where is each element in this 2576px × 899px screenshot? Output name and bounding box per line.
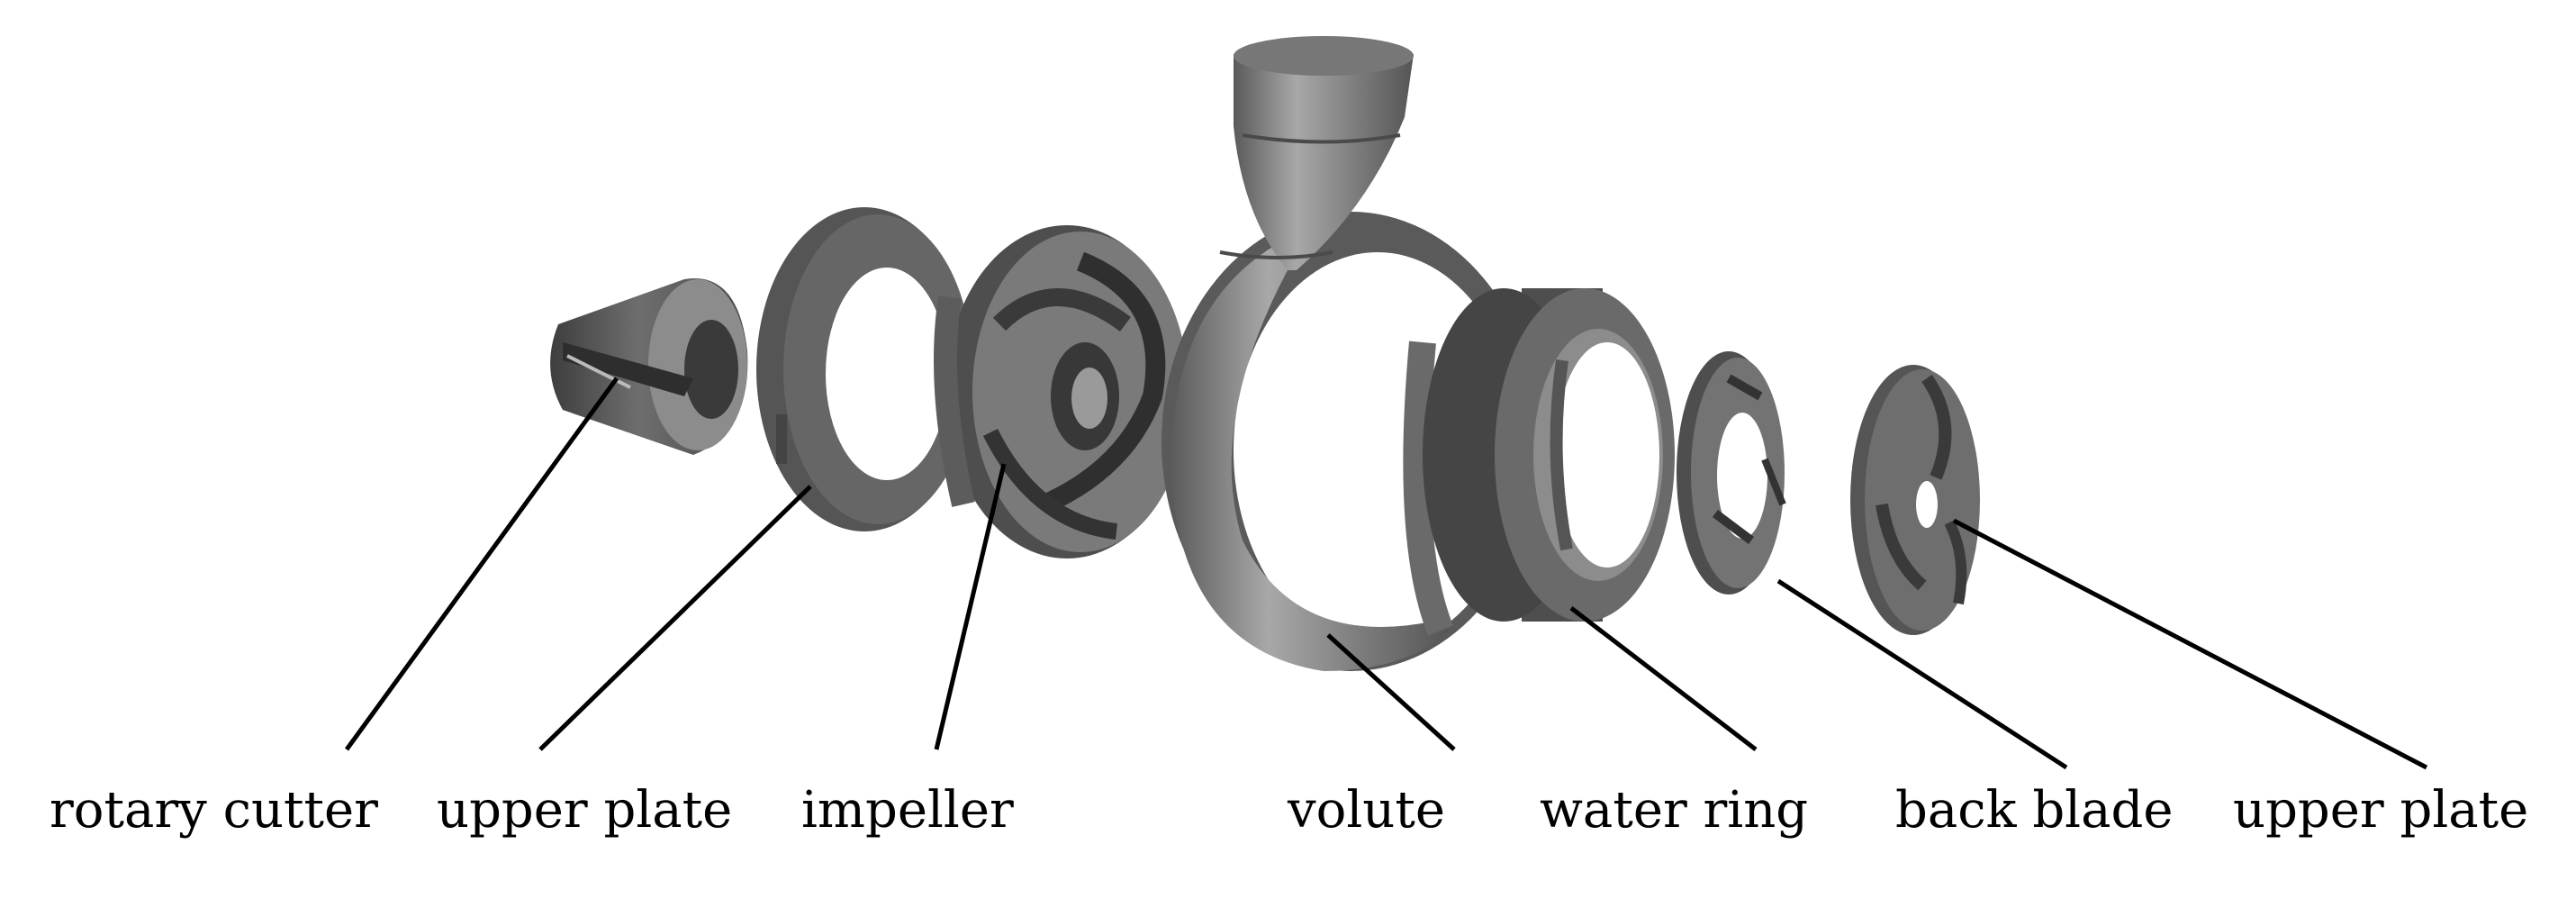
leader-line-water-ring: [1569, 606, 1758, 751]
leader-line-upper-plate-2: [1952, 518, 2428, 770]
label-back-blade: back blade: [1895, 781, 2174, 840]
label-volute: volute: [1288, 781, 1445, 840]
impeller-part: [934, 225, 1189, 558]
back-blade-part: [1677, 351, 1786, 595]
leader-line-impeller: [934, 463, 1007, 750]
label-upper-plate-2: upper plate: [2233, 781, 2529, 840]
label-water-ring: water ring: [1540, 781, 1809, 840]
leader-lines: [344, 377, 2428, 770]
upper-plate-2-part: [1850, 365, 1980, 635]
leader-line-upper-plate-1: [538, 485, 812, 751]
rotary-cutter-part: [550, 278, 748, 455]
leader-line-volute: [1326, 633, 1456, 751]
water-ring-part: [1423, 288, 1675, 622]
leader-line-rotary-cutter: [344, 377, 619, 751]
label-rotary-cutter: rotary cutter: [50, 781, 378, 840]
leader-line-back-blade: [1776, 578, 2068, 770]
label-impeller: impeller: [801, 781, 1014, 840]
label-upper-plate-1: upper plate: [437, 781, 733, 840]
